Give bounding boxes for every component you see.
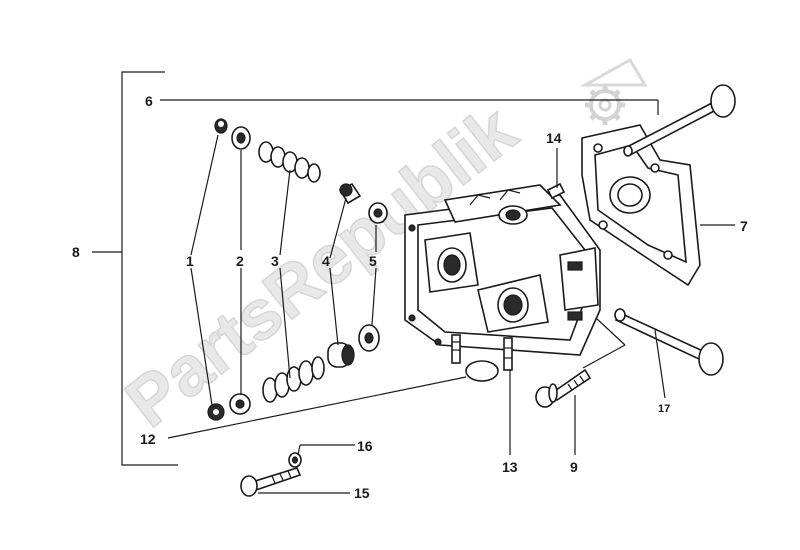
label-part-6: 6 [145, 93, 153, 109]
part-labels: 6 8 1 2 3 4 5 14 7 12 13 9 17 16 15 [72, 93, 748, 501]
label-part-2: 2 [236, 253, 244, 269]
valve-collet-bottom [207, 403, 225, 421]
label-part-4: 4 [322, 253, 330, 269]
label-part-9: 9 [570, 459, 578, 475]
valve-collet-top [214, 118, 228, 134]
cylinder-head [404, 184, 601, 371]
upper-valve-parts [214, 118, 388, 224]
valve-intake [623, 84, 736, 157]
valve-stem-seal-bottom [327, 342, 355, 368]
label-part-12: 12 [140, 431, 156, 447]
bolt [535, 368, 592, 408]
label-part-8: 8 [72, 244, 80, 260]
head-gasket [581, 124, 701, 287]
spring-seat-top [368, 202, 388, 224]
o-ring [465, 360, 499, 382]
valve-spring-top [258, 141, 321, 183]
valve-spring-bottom [262, 356, 325, 403]
valve-exhaust [614, 308, 724, 376]
head-studs [451, 334, 513, 371]
label-part-16: 16 [357, 438, 373, 454]
spring-retainer-top [231, 126, 251, 150]
label-part-15: 15 [354, 485, 370, 501]
leader-lines [160, 99, 735, 494]
label-part-14: 14 [546, 130, 562, 146]
screw [240, 467, 302, 497]
dowel-pin [546, 182, 566, 200]
label-part-13: 13 [502, 459, 518, 475]
washer [288, 452, 302, 468]
label-part-1: 1 [186, 253, 194, 269]
label-part-7: 7 [740, 218, 748, 234]
label-part-5: 5 [369, 253, 377, 269]
lower-valve-parts [207, 324, 380, 421]
label-part-3: 3 [271, 253, 279, 269]
spring-retainer-bottom [229, 393, 251, 415]
spring-seat-bottom [358, 324, 380, 352]
bracket-8 [92, 71, 178, 466]
label-part-17: 17 [658, 403, 670, 415]
gear-icon [585, 85, 625, 125]
